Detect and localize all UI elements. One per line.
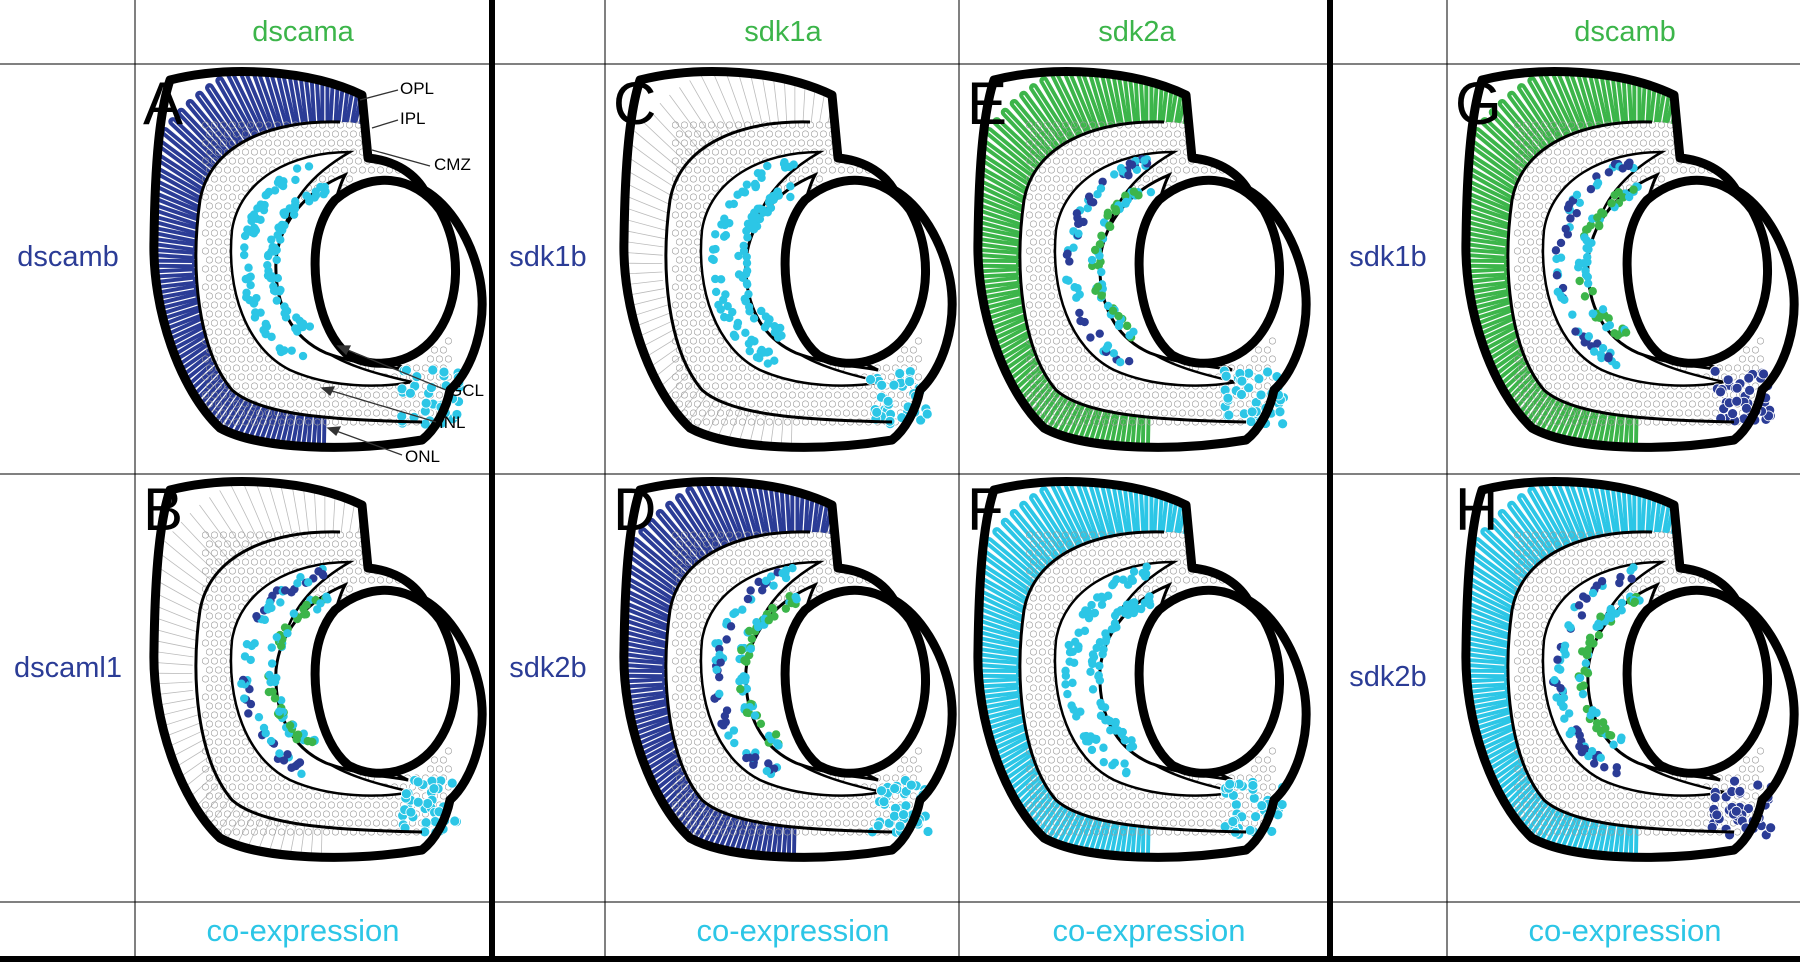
retina-outline — [973, 67, 1311, 452]
retina-outline — [149, 67, 487, 452]
expression-cells — [1549, 563, 1777, 841]
retina-outline — [1461, 477, 1799, 862]
panel-d-retina — [619, 477, 957, 862]
column-header-dscamb: dscamb — [1574, 16, 1676, 48]
panel-h-retina — [1461, 477, 1799, 862]
panel-letters: A B C D E F G H — [143, 70, 1502, 543]
footer-coexpression-2: co-expression — [697, 913, 890, 948]
footer-coexpression-4: co-expression — [1529, 913, 1722, 948]
retina-outline — [619, 477, 957, 862]
row-label-sdk1b-2: sdk1b — [1349, 241, 1426, 273]
panel-letter-d: D — [613, 476, 656, 543]
expression-cells — [1062, 155, 1289, 430]
opl-boundary — [664, 120, 893, 424]
opl-boundary — [194, 120, 423, 424]
lens — [1622, 585, 1772, 778]
layer-label-inl: INL — [439, 413, 465, 432]
panel-b-retina — [149, 477, 487, 862]
opl-boundary — [194, 530, 423, 834]
expression-cells — [1551, 158, 1776, 427]
row-label-sdk2b-2: sdk2b — [1349, 661, 1426, 693]
column-header-sdk2a: sdk2a — [1098, 16, 1176, 48]
panel-letter-f: F — [967, 476, 1004, 543]
panel-letter-h: H — [1455, 476, 1498, 543]
panel-e-retina — [973, 67, 1311, 452]
footer-coexpression-3: co-expression — [1053, 913, 1246, 948]
layer-label-gcl: GCL — [449, 381, 484, 400]
lens — [780, 585, 930, 778]
expression-cells — [1061, 562, 1288, 840]
opl-boundary — [1506, 530, 1735, 834]
panel-letter-e: E — [967, 70, 1007, 137]
opl-boundary — [1506, 120, 1735, 424]
layer-label-cmz: CMZ — [434, 155, 471, 174]
expression-cells — [239, 162, 465, 430]
footer-labels: co-expression co-expression co-expressio… — [207, 913, 1722, 948]
panel-c-retina — [619, 67, 957, 452]
layer-annotations: OPL IPL CMZ GCL INL ONL — [320, 79, 484, 466]
lens — [1622, 175, 1772, 368]
panel-g-retina — [1461, 67, 1799, 452]
retina-outline — [149, 477, 487, 862]
panel-letter-c: C — [613, 70, 656, 137]
column-header-sdk1a: sdk1a — [744, 16, 822, 48]
panel-letter-a: A — [143, 70, 183, 137]
row-label-sdk1b: sdk1b — [509, 241, 586, 273]
column-headers: dscama sdk1a sdk2a dscamb — [252, 16, 1676, 48]
lens — [1134, 175, 1284, 368]
row-labels: dscamb dscaml1 sdk1b sdk2b sdk1b sdk2b — [14, 241, 1427, 693]
row-label-dscamb: dscamb — [17, 241, 119, 273]
lens — [1134, 585, 1284, 778]
expression-cells — [237, 564, 462, 838]
opl-boundary — [664, 530, 893, 834]
footer-coexpression-1: co-expression — [207, 913, 400, 948]
row-label-sdk2b: sdk2b — [509, 652, 586, 684]
panels-layer — [149, 67, 1799, 862]
layer-label-opl: OPL — [400, 79, 434, 98]
retina-outline — [1461, 67, 1799, 452]
opl-boundary — [1018, 120, 1247, 424]
layer-label-onl: ONL — [405, 447, 440, 466]
panel-letter-g: G — [1455, 70, 1502, 137]
row-label-dscaml1: dscaml1 — [14, 652, 122, 684]
column-header-dscama: dscama — [252, 16, 354, 48]
retina-outline — [619, 67, 957, 452]
expression-cells — [710, 563, 934, 838]
lens — [780, 175, 930, 368]
retina-outline — [973, 477, 1311, 862]
layer-label-ipl: IPL — [400, 109, 426, 128]
lens — [310, 585, 460, 778]
opl-boundary — [1018, 530, 1247, 834]
lens — [310, 175, 460, 368]
panel-letter-b: B — [143, 476, 183, 543]
